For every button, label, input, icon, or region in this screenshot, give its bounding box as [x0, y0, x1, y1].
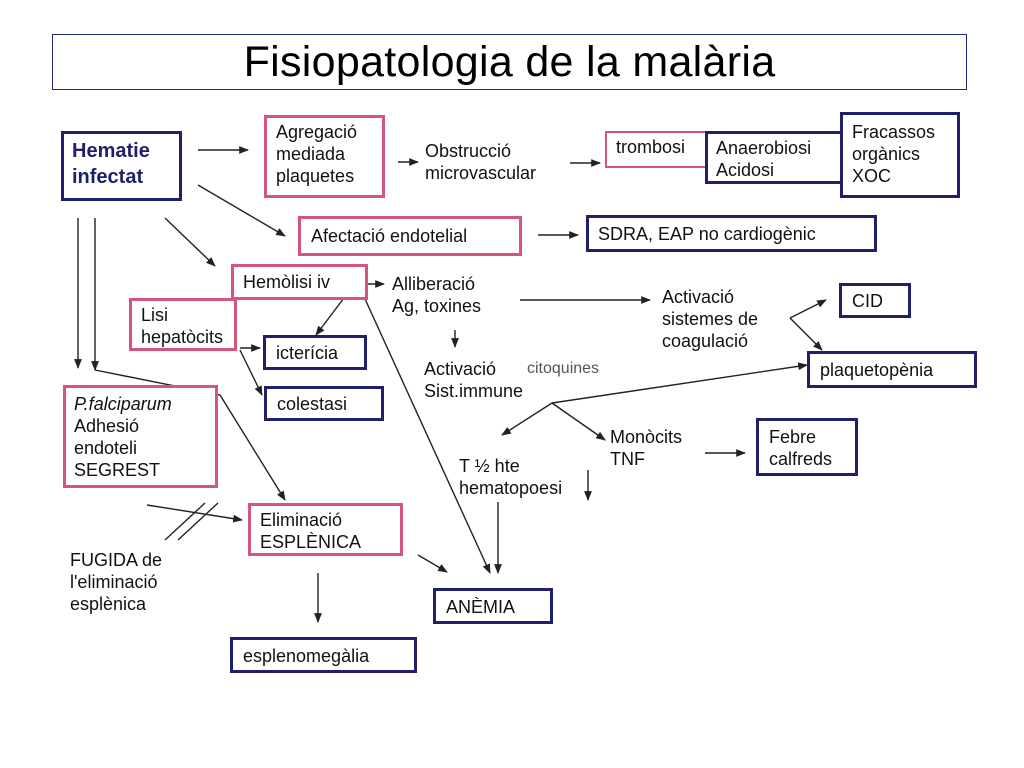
arrow-hemolisi-anemia	[359, 287, 491, 574]
node-obstruccio: Obstrucció microvascular	[425, 141, 537, 183]
node-fracassos: Fracassos orgànics XOC	[840, 112, 960, 198]
node-agregacio: Agregació mediada plaquetes	[264, 115, 385, 198]
node-anemia: ANÈMIA	[433, 588, 553, 624]
node-febre: Febre calfreds	[756, 418, 858, 476]
node-activacio-immune: Activació Sist.immune	[424, 359, 524, 401]
arrow-immune-hte	[501, 402, 553, 436]
segrest-slash-1	[164, 502, 206, 541]
arrow-coag-plaquetopenia	[789, 317, 823, 351]
arrow-lisi-colestasi	[239, 349, 263, 396]
node-afectacio: Afectació endotelial	[298, 216, 522, 256]
node-eliminacio: Eliminació ESPLÈNICA	[248, 503, 403, 556]
node-hematopoesi: T ½ hte hematopoesi	[459, 456, 563, 498]
arrow-hematie-afectacio	[197, 184, 286, 237]
node-pfalciparum: P.falciparum Adhesió endoteli SEGREST	[63, 385, 218, 488]
node-hemolisi: Hemòlisi iv	[231, 264, 368, 300]
arrow-hematie-hemolisi	[164, 217, 216, 267]
page-title: Fisiopatologia de la malària	[243, 37, 776, 86]
node-plaquetopenia: plaquetopènia	[807, 351, 977, 388]
node-esplenomegalia: esplenomegàlia	[230, 637, 417, 673]
node-colestasi: colestasi	[264, 386, 384, 421]
node-trombosi: trombosi	[605, 131, 711, 168]
arrow-immune-monocits	[551, 402, 606, 441]
arrow-coag-cid	[789, 299, 827, 319]
node-citoquines: citoquines	[527, 360, 600, 377]
node-anaerobiosi: Anaerobiosi Acidosi	[705, 131, 843, 184]
node-ictericia: icterícia	[263, 335, 367, 370]
node-sdra: SDRA, EAP no cardiogènic	[586, 215, 877, 252]
arrow-eliminacio-anemia	[417, 554, 448, 573]
arrow-immune-plaquetopenia	[551, 362, 808, 404]
node-cid: CID	[839, 283, 911, 318]
title-box: Fisiopatologia de la malària	[52, 34, 967, 90]
line-hematie-eliminacio	[94, 369, 286, 501]
node-lisi: Lisi hepatòcits	[129, 298, 237, 351]
node-monocits: Monòcits TNF	[610, 427, 683, 469]
node-activacio-coag: Activació sistemes de coagulació	[662, 287, 759, 351]
node-fugida: FUGIDA de l'eliminació esplènica	[70, 550, 163, 614]
node-alliberacio: Alliberació Ag, toxines	[392, 274, 482, 316]
segrest-slash-2	[177, 502, 219, 541]
node-hematie: Hematie infectat	[61, 131, 182, 201]
